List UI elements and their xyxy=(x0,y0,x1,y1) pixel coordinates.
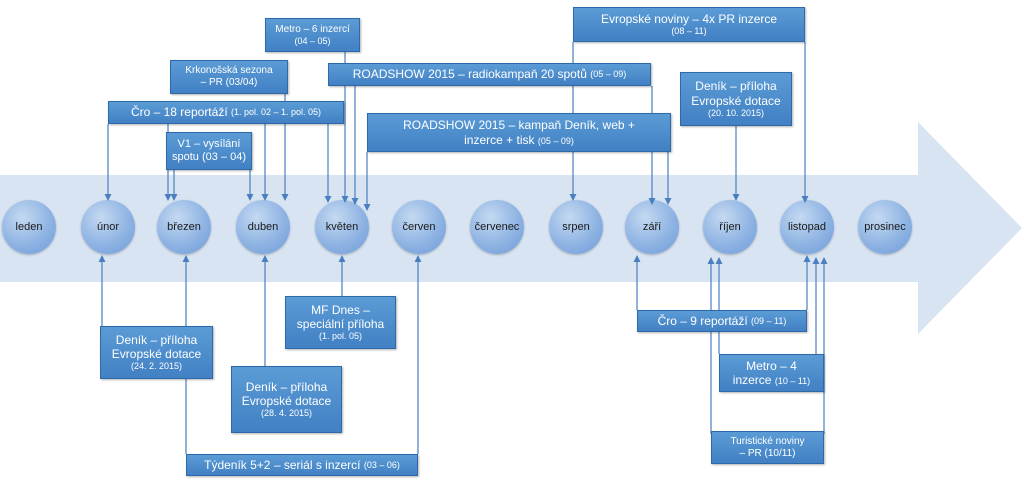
box-krkonosska-sezona: Krkonošská sezona – PR (03/04) xyxy=(170,60,288,94)
month-cervenec: červenec xyxy=(470,200,524,254)
box-cro-18-reportazi: Čro – 18 reportáží (1. pol. 02 – 1. pol.… xyxy=(108,101,344,124)
month-unor: únor xyxy=(81,200,135,254)
box-line: – PR (03/04) xyxy=(200,77,258,88)
box-line: (1. pol. 02 – 1. pol. 05) xyxy=(231,107,322,118)
month-label: leden xyxy=(15,221,43,233)
box-line: ROADSHOW 2015 – radiokampaň 20 spotů xyxy=(352,67,587,82)
box-line: Evropské dotace xyxy=(241,394,332,409)
box-line: (24. 2. 2015) xyxy=(130,361,183,372)
box-line: Krkonošská sezona xyxy=(185,65,273,76)
month-label: listopad xyxy=(788,221,826,233)
month-duben: duben xyxy=(236,200,290,254)
month-prosinec: prosinec xyxy=(858,200,912,254)
month-listopad: listopad xyxy=(780,200,834,254)
month-label: červenec xyxy=(474,221,520,233)
month-label: březen xyxy=(167,221,201,233)
box-line: MF Dnes – xyxy=(311,302,370,317)
box-line: Deník – příloha xyxy=(115,332,198,347)
box-line: V1 – vysílání xyxy=(177,137,241,150)
box-line: (03 – 06) xyxy=(363,459,400,470)
box-line: (20. 10. 2015) xyxy=(707,107,765,118)
month-kveten: květen xyxy=(315,200,369,254)
box-turisticke-noviny: Turistické noviny – PR (10/11) xyxy=(711,431,824,464)
month-zari: září xyxy=(625,200,679,254)
month-cerven: červen xyxy=(392,200,446,254)
box-line: ROADSHOW 2015 – kampaň Deník, web + xyxy=(403,118,635,133)
month-label: duben xyxy=(247,221,279,233)
box-line: Týdeník 5+2 – seriál s inzercí xyxy=(204,457,361,472)
month-label: únor xyxy=(96,221,120,233)
box-line: (10 – 11) xyxy=(774,376,811,386)
box-v1-vysilani: V1 – vysílání spotu (03 – 04) xyxy=(166,132,252,170)
box-line: (09 – 11) xyxy=(751,315,787,326)
box-metro-4: Metro – 4 inzerce (10 – 11) xyxy=(719,354,824,392)
box-roadshow-radiokampan: ROADSHOW 2015 – radiokampaň 20 spotů (05… xyxy=(328,63,651,86)
box-line: Deník – příloha xyxy=(245,379,328,394)
box-line: Turistické noviny xyxy=(730,435,805,447)
box-line: – PR (10/11) xyxy=(739,447,796,459)
month-rijen: říjen xyxy=(703,200,757,254)
box-line: Evropské noviny – 4x PR inzerce xyxy=(600,11,778,26)
box-line: Čro – 9 reportáží xyxy=(657,313,748,328)
box-line: (05 – 09) xyxy=(537,135,574,146)
box-line: (28. 4. 2015) xyxy=(260,408,313,419)
box-line: Deník – příloha xyxy=(695,79,777,94)
box-tydenik-5-2: Týdeník 5+2 – seriál s inzercí (03 – 06) xyxy=(186,454,418,476)
box-line: (1. pol. 05) xyxy=(318,331,363,342)
month-label: květen xyxy=(325,221,359,233)
box-evropske-noviny: Evropské noviny – 4x PR inzerce (08 – 11… xyxy=(573,7,805,42)
box-line: (04 – 05) xyxy=(294,35,331,46)
month-label: září xyxy=(642,221,662,233)
box-line: Čro – 18 reportáží xyxy=(130,105,228,120)
box-line: inzerce xyxy=(732,373,772,387)
month-label: srpen xyxy=(562,221,590,233)
box-line: (05 – 09) xyxy=(590,69,627,80)
box-denik-evropske-dotace-oct: Deník – příloha Evropské dotace (20. 10.… xyxy=(680,72,792,126)
box-line: Metro – 6 inzercí xyxy=(275,23,350,35)
box-denik-evropske-dotace-apr: Deník – příloha Evropské dotace (28. 4. … xyxy=(231,366,342,433)
box-line: Evropské dotace xyxy=(111,347,202,362)
box-roadshow-kampan: ROADSHOW 2015 – kampaň Deník, web + inze… xyxy=(367,113,671,152)
box-cro-9-reportazi: Čro – 9 reportáží (09 – 11) xyxy=(637,310,807,332)
box-metro-6: Metro – 6 inzercí (04 – 05) xyxy=(265,18,360,52)
box-line: inzerce + tisk xyxy=(464,132,535,147)
month-brezen: březen xyxy=(157,200,211,254)
box-mf-dnes: MF Dnes – speciální příloha (1. pol. 05) xyxy=(285,296,396,349)
month-label: prosinec xyxy=(864,221,906,233)
month-srpen: srpen xyxy=(549,200,603,254)
box-line: speciální příloha xyxy=(296,317,385,332)
month-leden: leden xyxy=(2,200,56,254)
month-label: červen xyxy=(402,221,436,233)
box-denik-evropske-dotace-feb: Deník – příloha Evropské dotace (24. 2. … xyxy=(100,326,213,379)
box-line: Evropské dotace xyxy=(691,93,781,108)
month-label: říjen xyxy=(719,221,741,233)
box-line: (08 – 11) xyxy=(671,26,707,37)
box-line: spotu (03 – 04) xyxy=(172,151,246,163)
box-line: Metro – 4 xyxy=(746,358,797,373)
